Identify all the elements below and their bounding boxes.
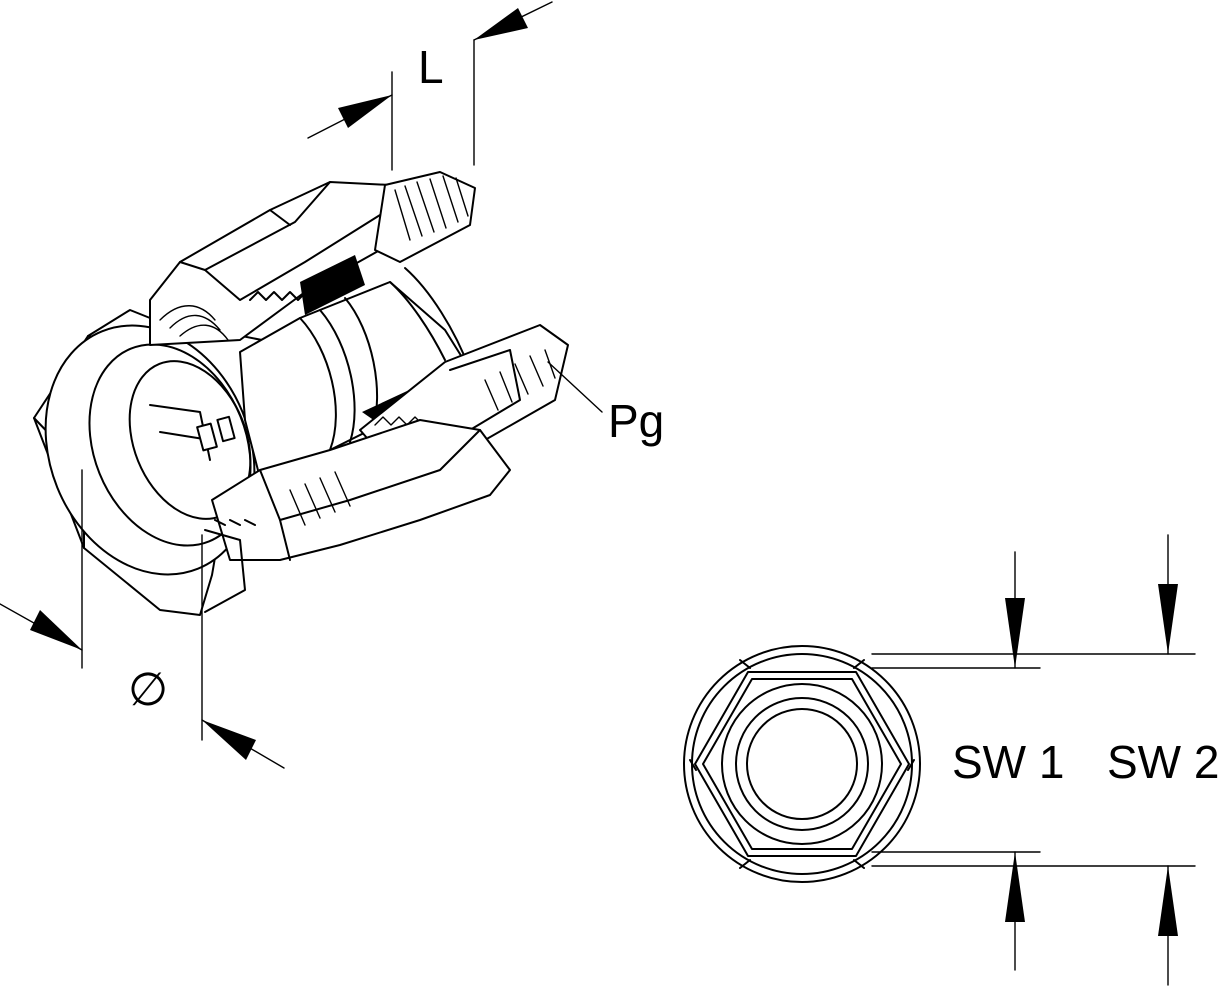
thread-top <box>374 171 476 263</box>
label-diameter: ∅ <box>128 663 168 715</box>
outer-circle <box>683 645 921 883</box>
gland-cutaway-view <box>33 171 569 616</box>
hexagon-sw1 <box>694 671 910 857</box>
dimension-diameter: ∅ <box>0 469 285 769</box>
dimension-Pg: Pg <box>547 361 664 447</box>
label-SW1: SW 1 <box>952 736 1064 788</box>
label-SW2: SW 2 <box>1107 736 1219 788</box>
bore-inner <box>746 708 858 820</box>
seal-strip-top <box>300 255 365 315</box>
label-Pg: Pg <box>608 395 664 447</box>
housing-bottom <box>211 419 511 561</box>
front-opening-outer <box>44 324 256 576</box>
dimension-SW: SW 1 SW 2 <box>871 534 1219 986</box>
bore-outer <box>721 683 883 845</box>
dimension-L: L <box>307 1 553 171</box>
label-L: L <box>418 41 444 93</box>
gland-end-view <box>683 645 921 883</box>
